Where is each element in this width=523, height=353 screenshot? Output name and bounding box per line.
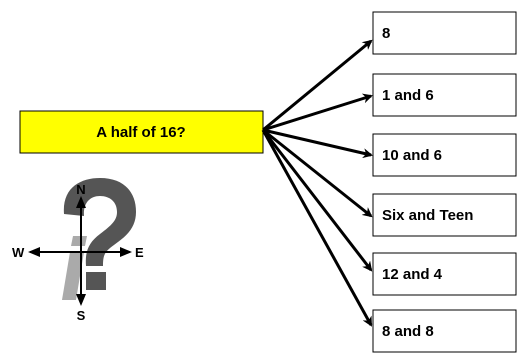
answer-text: 1 and 6: [382, 87, 434, 104]
question-node: A half of 16?: [19, 110, 264, 154]
answer-option-1[interactable]: 8: [372, 11, 517, 55]
compass-icon: [28, 196, 132, 306]
answer-box[interactable]: [372, 252, 517, 296]
answer-option-5[interactable]: 12 and 4: [372, 252, 517, 296]
answer-text: 10 and 6: [382, 147, 442, 164]
arrow-to-answer-6: [261, 129, 373, 327]
question-text: A half of 16?: [96, 124, 185, 141]
answer-option-2[interactable]: 1 and 6: [372, 73, 517, 117]
compass-south-label: S: [77, 308, 86, 323]
question-box: [19, 110, 264, 154]
answer-text: 8: [382, 25, 390, 42]
answer-text: 12 and 4: [382, 266, 443, 283]
answer-box[interactable]: [372, 193, 517, 237]
arrow-to-answer-3: [262, 128, 373, 159]
arrow-to-answer-5: [261, 129, 373, 272]
compass-east-label: E: [135, 245, 144, 260]
arrow-to-answer-4: [262, 128, 373, 218]
answer-box[interactable]: [372, 73, 517, 117]
answer-option-6[interactable]: 8 and 8: [372, 309, 517, 353]
answer-text: 8 and 8: [382, 323, 434, 340]
arrow-to-answer-2: [262, 93, 373, 132]
answer-option-3[interactable]: 10 and 6: [372, 133, 517, 177]
answer-text: Six and Teen: [382, 207, 473, 224]
answer-box[interactable]: [372, 133, 517, 177]
answer-option-4[interactable]: Six and Teen: [372, 193, 517, 237]
connector-arrows: [261, 39, 373, 327]
answer-box[interactable]: [372, 309, 517, 353]
answer-box[interactable]: [372, 11, 517, 55]
compass-north-label: N: [76, 182, 85, 197]
info-question-compass-logo: N S E W: [12, 178, 144, 323]
compass-west-label: W: [12, 245, 25, 260]
arrow-to-answer-1: [262, 39, 373, 132]
info-i-icon: [62, 236, 87, 300]
